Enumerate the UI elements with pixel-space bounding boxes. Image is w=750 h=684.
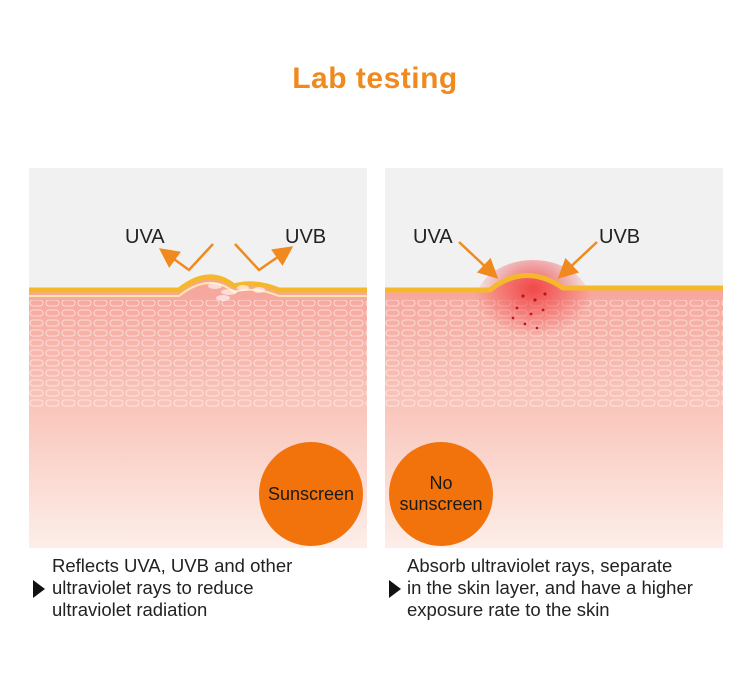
uva-incoming-arrow bbox=[458, 241, 499, 279]
no-sunscreen-caption: Absorb ultraviolet rays, separate in the… bbox=[407, 555, 693, 620]
uvb-incoming-arrow bbox=[557, 241, 598, 279]
uva-label: UVA bbox=[413, 226, 453, 248]
page-title: Lab testing bbox=[292, 62, 458, 95]
caption-marker-right bbox=[389, 580, 401, 598]
uvb-reflect-arrow bbox=[234, 243, 294, 272]
sunscreen-badge: Sunscreen bbox=[259, 442, 363, 546]
caption-marker-left bbox=[33, 580, 45, 598]
cell-cluster bbox=[208, 283, 265, 301]
uvb-label: UVB bbox=[285, 226, 327, 248]
uva-label: UVA bbox=[125, 226, 165, 248]
uv-particles bbox=[511, 292, 547, 330]
sunscreen-film bbox=[29, 274, 367, 293]
uvb-label: UVB bbox=[599, 226, 641, 248]
uva-reflect-arrow bbox=[158, 243, 214, 272]
skin-cells bbox=[29, 300, 367, 408]
skin-cells bbox=[385, 300, 723, 408]
sunscreen-panel: UVA UVB Sunscreen bbox=[29, 168, 367, 548]
skin-surface bbox=[385, 273, 723, 293]
sunscreen-caption: Reflects UVA, UVB and other ultraviolet … bbox=[52, 555, 293, 620]
